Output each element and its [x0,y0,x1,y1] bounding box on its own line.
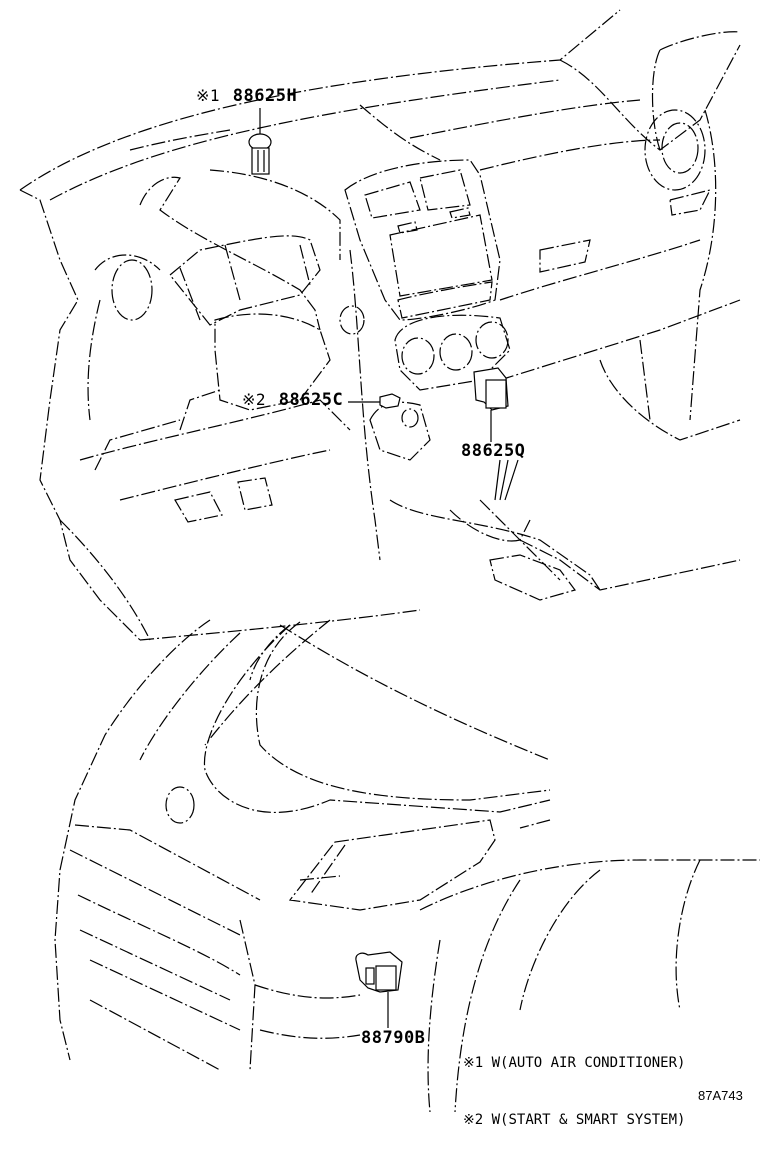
callout-88625H[interactable]: ※1 88625H [196,86,297,106]
part-88790B-sensor [355,951,403,1028]
part-number: 88625Q [461,441,526,461]
legend-mark: ※1 [463,1055,484,1071]
legend-item: ※2 W(START & SMART SYSTEM) [463,1111,685,1130]
legend: ※1 W(AUTO AIR CONDITIONER) ※2 W(START & … [463,1016,685,1168]
center-console [344,159,741,601]
part-number: 88790B [361,1028,426,1048]
part-88625C-sensor [348,393,401,409]
dashboard-outline [19,9,741,641]
parts-diagram: ※1 88625H ※2 88625C 88625Q 88790B ※1 W(A… [19,9,760,1128]
legend-text: W(START & SMART SYSTEM) [491,1112,686,1128]
callout-88625Q[interactable]: 88625Q [461,441,525,461]
part-88625Q-relay-block [473,367,519,501]
note-mark: ※1 [196,86,221,105]
steering-and-cluster [59,169,421,641]
front-body-outline [54,619,760,1112]
part-number: 88625H [232,86,298,106]
line-drawing [19,9,760,1112]
part-number: 88625C [278,390,344,410]
figure-number: 87A743 [698,1088,743,1103]
callout-88625C[interactable]: ※2 88625C [242,390,343,410]
part-88625H-sensor [248,108,272,175]
legend-text: W(AUTO AIR CONDITIONER) [491,1055,686,1071]
callout-88790B[interactable]: 88790B [361,1028,425,1048]
legend-item: ※1 W(AUTO AIR CONDITIONER) [463,1054,685,1073]
note-mark: ※2 [242,390,267,409]
legend-mark: ※2 [463,1112,484,1128]
